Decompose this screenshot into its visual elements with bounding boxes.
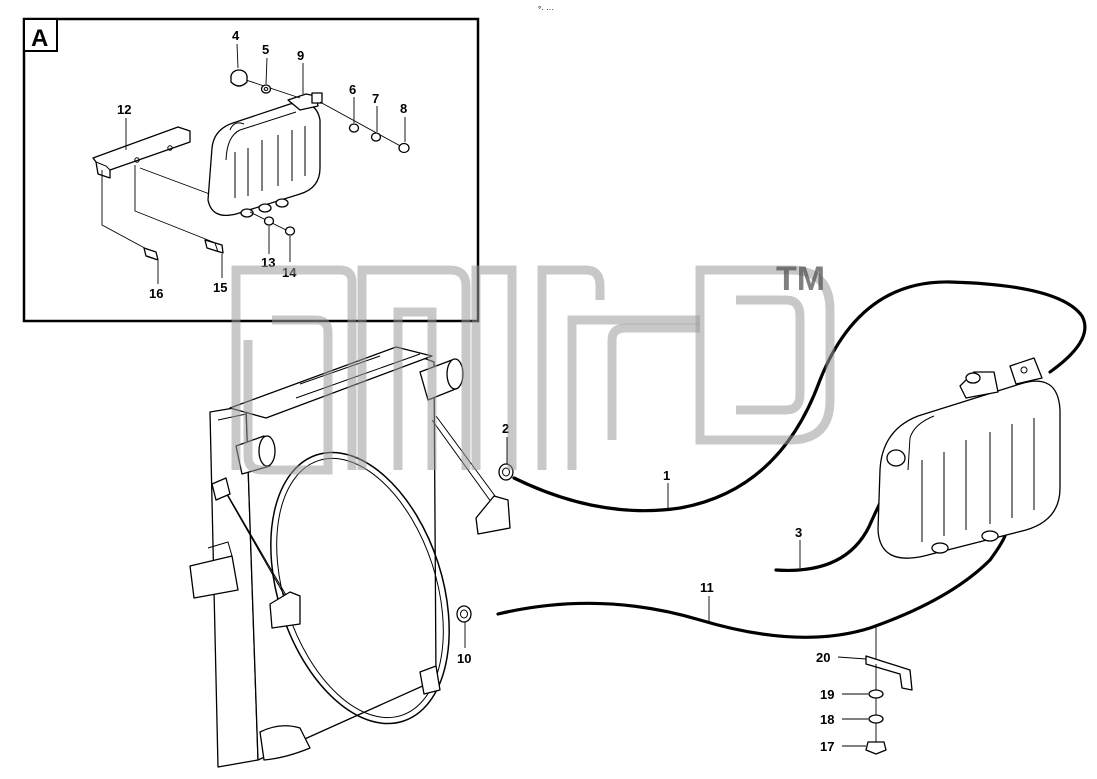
callout-9: 9 <box>297 48 304 63</box>
callout-7: 7 <box>372 91 379 106</box>
callout-15: 15 <box>213 280 227 295</box>
ring-7 <box>370 132 382 142</box>
callout-10: 10 <box>457 651 471 666</box>
washer-18 <box>868 714 884 724</box>
radiator-side-bracket <box>189 555 239 599</box>
washer-19 <box>868 689 884 699</box>
cap-4 <box>230 69 248 87</box>
bolt-16-axis <box>101 170 153 253</box>
radiator-mount-right <box>475 495 511 535</box>
nut-8 <box>398 142 410 154</box>
callout-3: 3 <box>795 525 802 540</box>
detail-frame <box>22 17 480 323</box>
callout-20: 20 <box>816 650 830 665</box>
bolt-15-axis <box>134 165 219 245</box>
callout-16: 16 <box>149 286 163 301</box>
watermark-trademark: TM <box>776 260 825 298</box>
washer-5 <box>260 84 272 94</box>
callout-12: 12 <box>117 102 131 117</box>
callout-18: 18 <box>820 712 834 727</box>
bracket-fold <box>95 161 111 171</box>
tank-mount-bracket <box>865 655 913 755</box>
hose-1 <box>512 280 1087 513</box>
detail-view-a: A <box>22 17 480 323</box>
radiator-left-pipe <box>235 435 276 475</box>
callout-1: 1 <box>663 468 670 483</box>
expansion-tank <box>877 357 1061 559</box>
callout-2: 2 <box>502 421 509 436</box>
bracket-12 <box>92 126 191 179</box>
callout-19: 19 <box>820 687 834 702</box>
radiator-sensor <box>211 477 231 501</box>
callout-5: 5 <box>262 42 269 57</box>
bracket-to-tank-axis <box>139 167 216 197</box>
callout-17: 17 <box>820 739 834 754</box>
axis-fitting <box>319 101 405 149</box>
callout-4: 4 <box>232 28 240 43</box>
bracket-hole <box>134 157 140 163</box>
radiator-mount-left <box>269 591 301 629</box>
callout-11: 11 <box>700 580 714 595</box>
bolt-16 <box>143 247 159 261</box>
nut-17 <box>865 741 887 755</box>
watermark-logo: TM <box>231 260 835 475</box>
ring-6 <box>348 123 360 133</box>
radiator-assembly <box>189 346 514 768</box>
detail-label-box <box>23 18 58 52</box>
nut-14 <box>284 226 296 236</box>
callout-6: 6 <box>349 82 356 97</box>
bracket-hole <box>167 145 173 151</box>
radiator-lower-pipe <box>259 725 311 761</box>
callout-8: 8 <box>400 101 407 116</box>
washer-13 <box>263 216 275 226</box>
expansion-tank-detail <box>207 92 323 218</box>
detail-label: A <box>31 25 48 52</box>
hose-11 <box>496 526 1008 639</box>
header-mark: °· ··· <box>538 5 554 14</box>
bolt-15 <box>204 239 224 254</box>
radiator-port-10 <box>456 605 472 623</box>
